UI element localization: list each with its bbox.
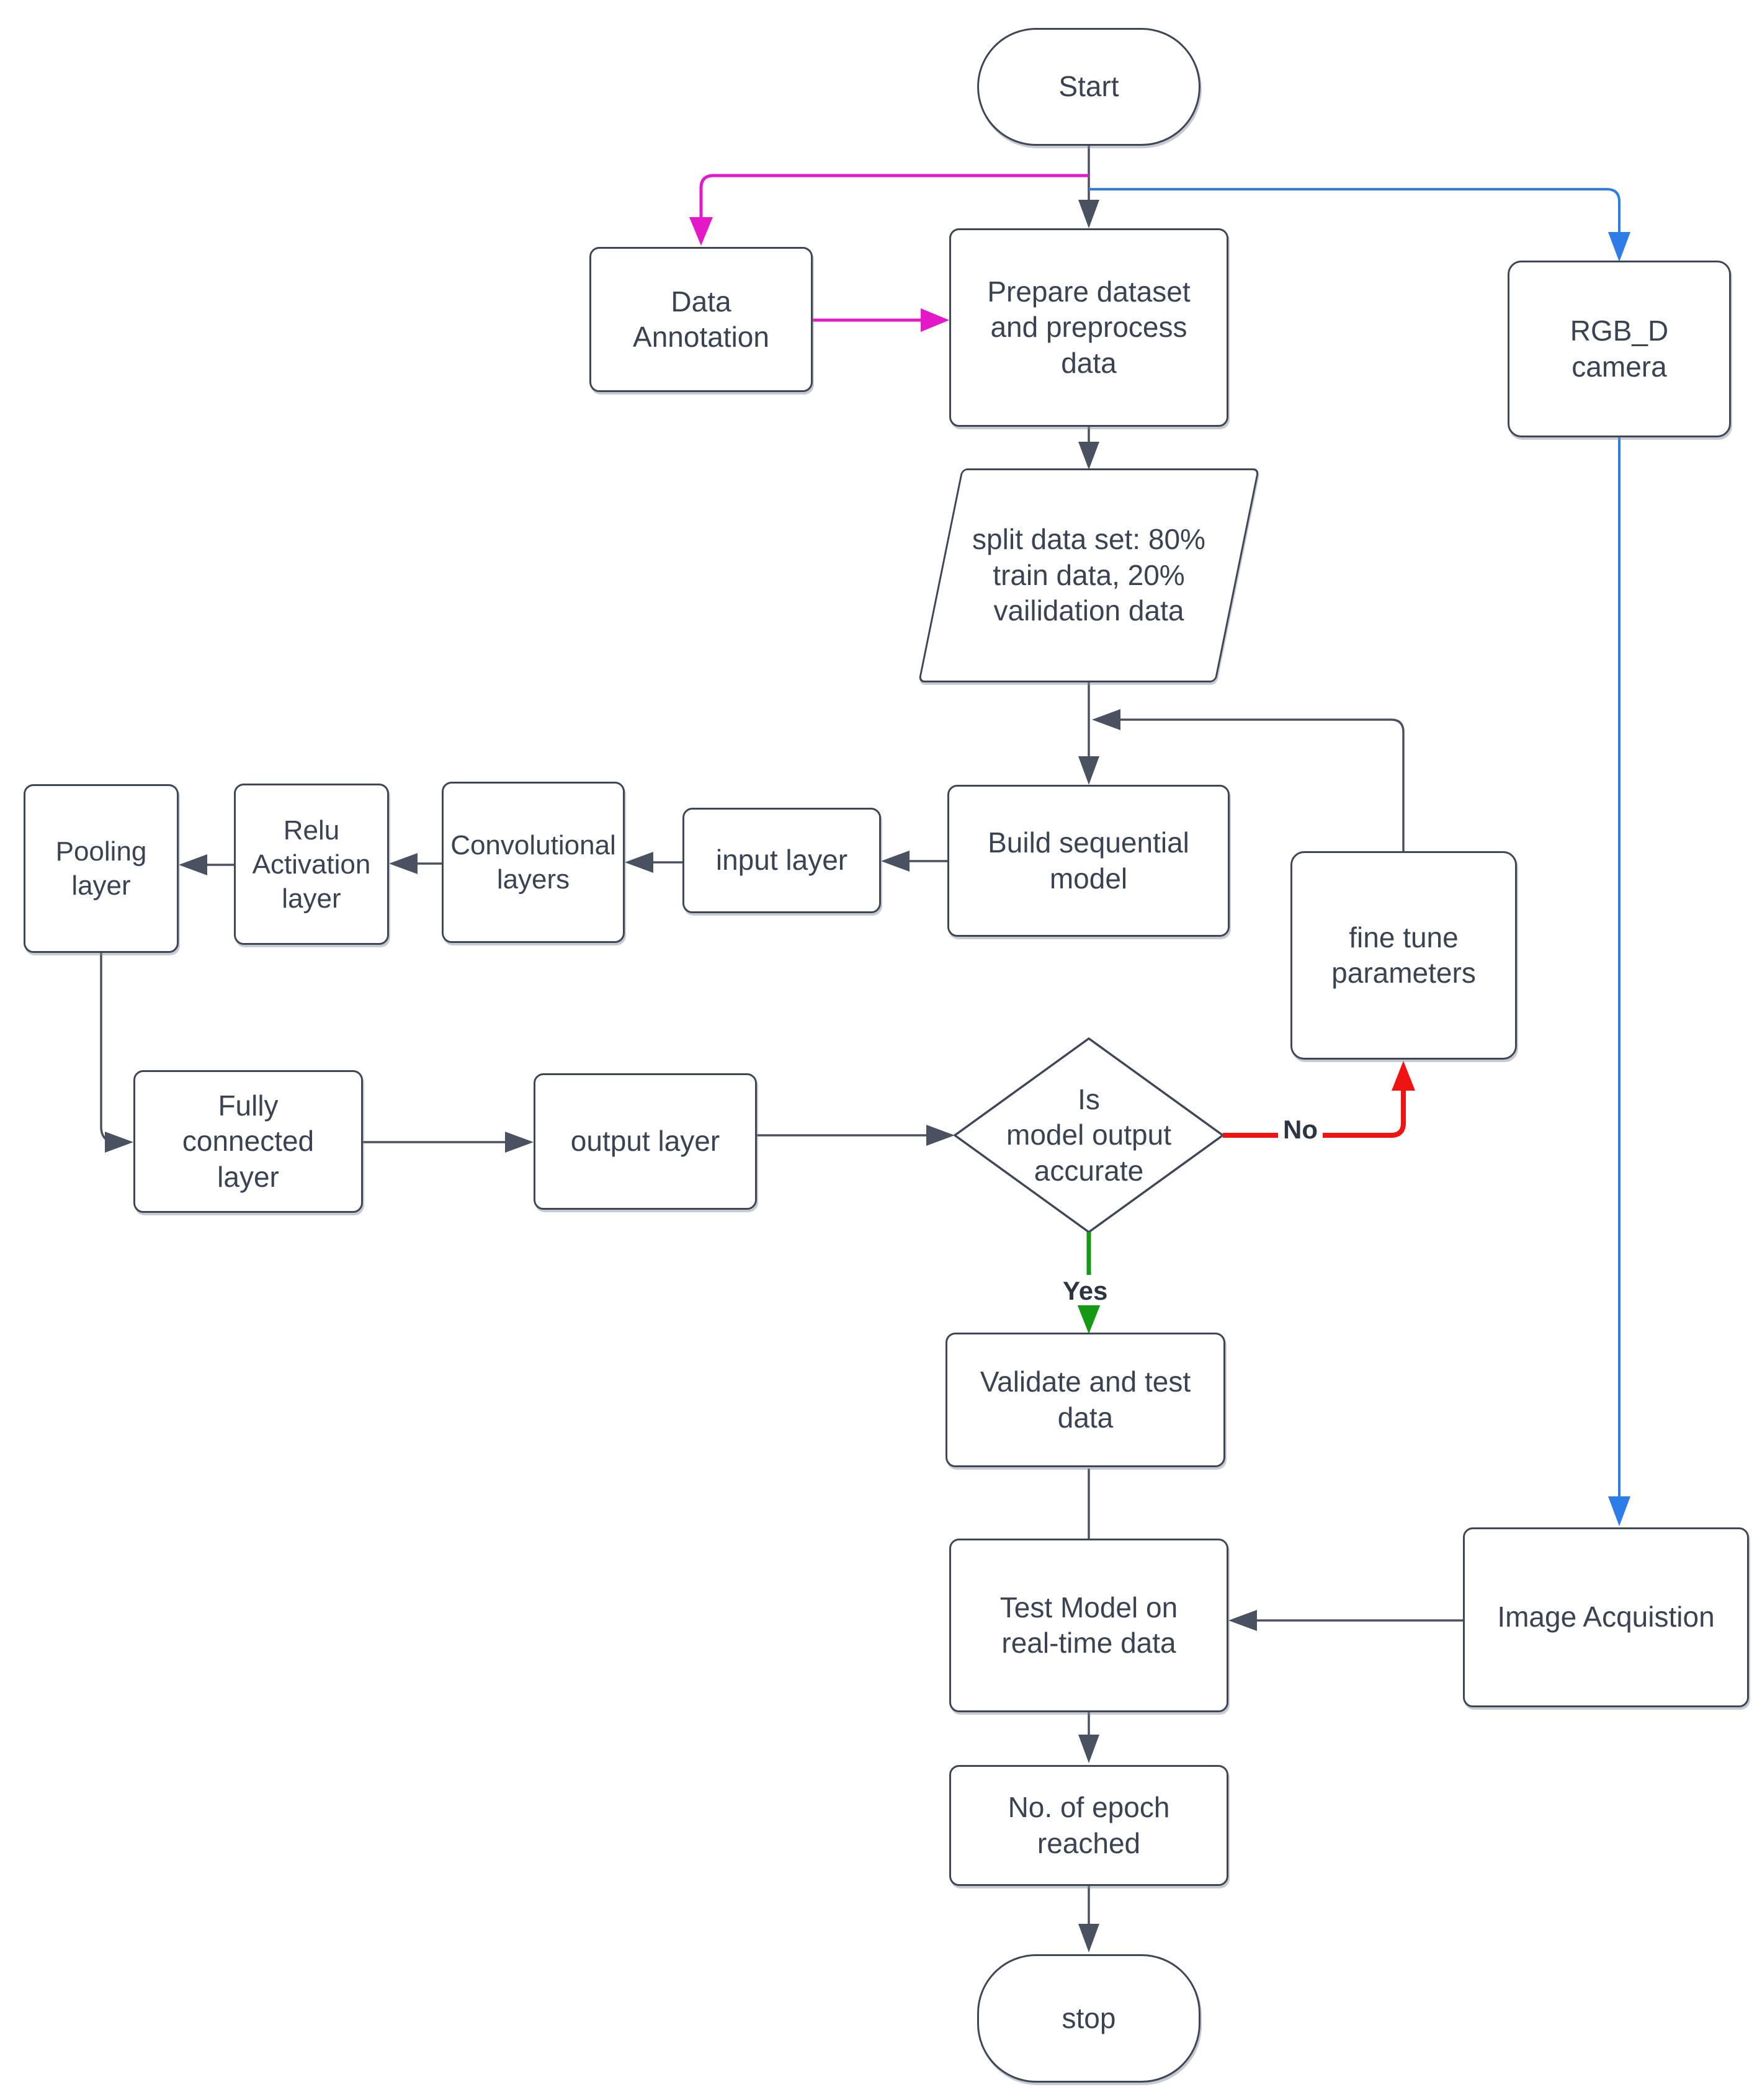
edge-branch-data-annotation: [699, 174, 1089, 235]
arrowhead-finetune-bottom: [1392, 1061, 1415, 1091]
node-relu-layer-label: Relu Activation layer: [252, 815, 371, 914]
node-stop-label: stop: [1062, 2001, 1116, 2034]
node-data-annotation: Data Annotation: [589, 247, 813, 392]
arrowhead-conv-right: [625, 852, 653, 873]
arrowhead-fully-left: [105, 1132, 133, 1153]
node-build-model: Build sequential model: [947, 785, 1230, 937]
node-start-label: Start: [1058, 70, 1119, 103]
node-fine-tune-label: fine tune parameters: [1331, 921, 1476, 990]
node-output-layer-label: output layer: [570, 1125, 720, 1158]
node-validate: Validate and test data: [946, 1333, 1225, 1467]
node-output-layer: output layer: [534, 1073, 757, 1210]
arrowhead-data-annotation-top: [689, 217, 713, 246]
edge-pooling-fully: [100, 953, 117, 1143]
node-input-layer-label: input layer: [715, 844, 848, 877]
edge-finetune-feedback: [1120, 718, 1405, 851]
arrowhead-rgbd-top: [1608, 232, 1630, 262]
node-rgbd-camera-label: RGB_D camera: [1570, 315, 1669, 383]
node-epoch-reached: No. of epoch reached: [949, 1765, 1228, 1886]
arrowhead-imageacq-top: [1608, 1496, 1630, 1526]
node-conv-layers: Convolutional layers: [442, 782, 625, 943]
node-relu-layer: Relu Activation layer: [234, 784, 389, 945]
arrowhead-prepare-top: [1078, 200, 1099, 228]
arrowhead-split-top: [1078, 442, 1099, 470]
arrowhead-decision-left: [926, 1125, 955, 1146]
arrowhead-test-right: [1228, 1610, 1257, 1631]
node-decision-label: Is model output accurate: [1006, 1083, 1171, 1187]
node-validate-label: Validate and test data: [980, 1365, 1191, 1434]
node-rgbd-camera: RGB_D camera: [1508, 261, 1731, 437]
node-split-data-label: split data set: 80% train data, 20% vail…: [972, 523, 1205, 627]
arrowhead-stop-top: [1078, 1924, 1099, 1952]
edge-decision-no: [1223, 1071, 1406, 1138]
node-pooling-layer-label: Pooling layer: [55, 836, 147, 901]
node-prepare-dataset: Prepare dataset and preprocess data: [949, 228, 1228, 427]
node-test-model: Test Model on real-time data: [949, 1539, 1228, 1712]
arrowhead-pooling-right: [179, 854, 207, 875]
node-pooling-layer: Pooling layer: [24, 784, 179, 953]
node-decision: Is model output accurate: [983, 1075, 1194, 1196]
node-image-acquisition-label: Image Acquistion: [1497, 1601, 1715, 1633]
arrowhead-relu-right: [389, 853, 418, 874]
arrowhead-feedback-left: [1092, 709, 1120, 730]
arrowhead-epoch-top: [1078, 1735, 1099, 1763]
arrowhead-output-left: [505, 1132, 534, 1153]
node-stop: stop: [977, 1954, 1200, 2083]
node-start: Start: [977, 28, 1200, 146]
arrowhead-input-right: [881, 851, 910, 872]
node-data-annotation-label: Data Annotation: [633, 285, 769, 354]
arrowhead-build-top: [1078, 756, 1099, 785]
node-fully-connected-label: Fully connected layer: [182, 1089, 315, 1193]
node-fully-connected: Fully connected layer: [133, 1070, 363, 1213]
arrowhead-validate-top: [1076, 1301, 1102, 1334]
node-fine-tune: fine tune parameters: [1290, 851, 1517, 1060]
node-build-model-label: Build sequential model: [988, 826, 1189, 895]
edge-label-no: No: [1278, 1115, 1323, 1145]
node-image-acquisition: Image Acquistion: [1463, 1527, 1749, 1707]
node-conv-layers-label: Convolutional layers: [450, 830, 616, 895]
node-split-data: split data set: 80% train data, 20% vail…: [918, 468, 1260, 682]
edge-branch-rgbd: [1089, 188, 1621, 252]
node-input-layer: input layer: [682, 808, 881, 913]
edge-label-yes: Yes: [1058, 1276, 1113, 1306]
node-test-model-label: Test Model on real-time data: [999, 1591, 1178, 1660]
node-epoch-reached-label: No. of epoch reached: [1008, 1791, 1170, 1859]
arrowhead-prepare-left: [921, 308, 949, 332]
node-prepare-dataset-label: Prepare dataset and preprocess data: [987, 275, 1191, 379]
